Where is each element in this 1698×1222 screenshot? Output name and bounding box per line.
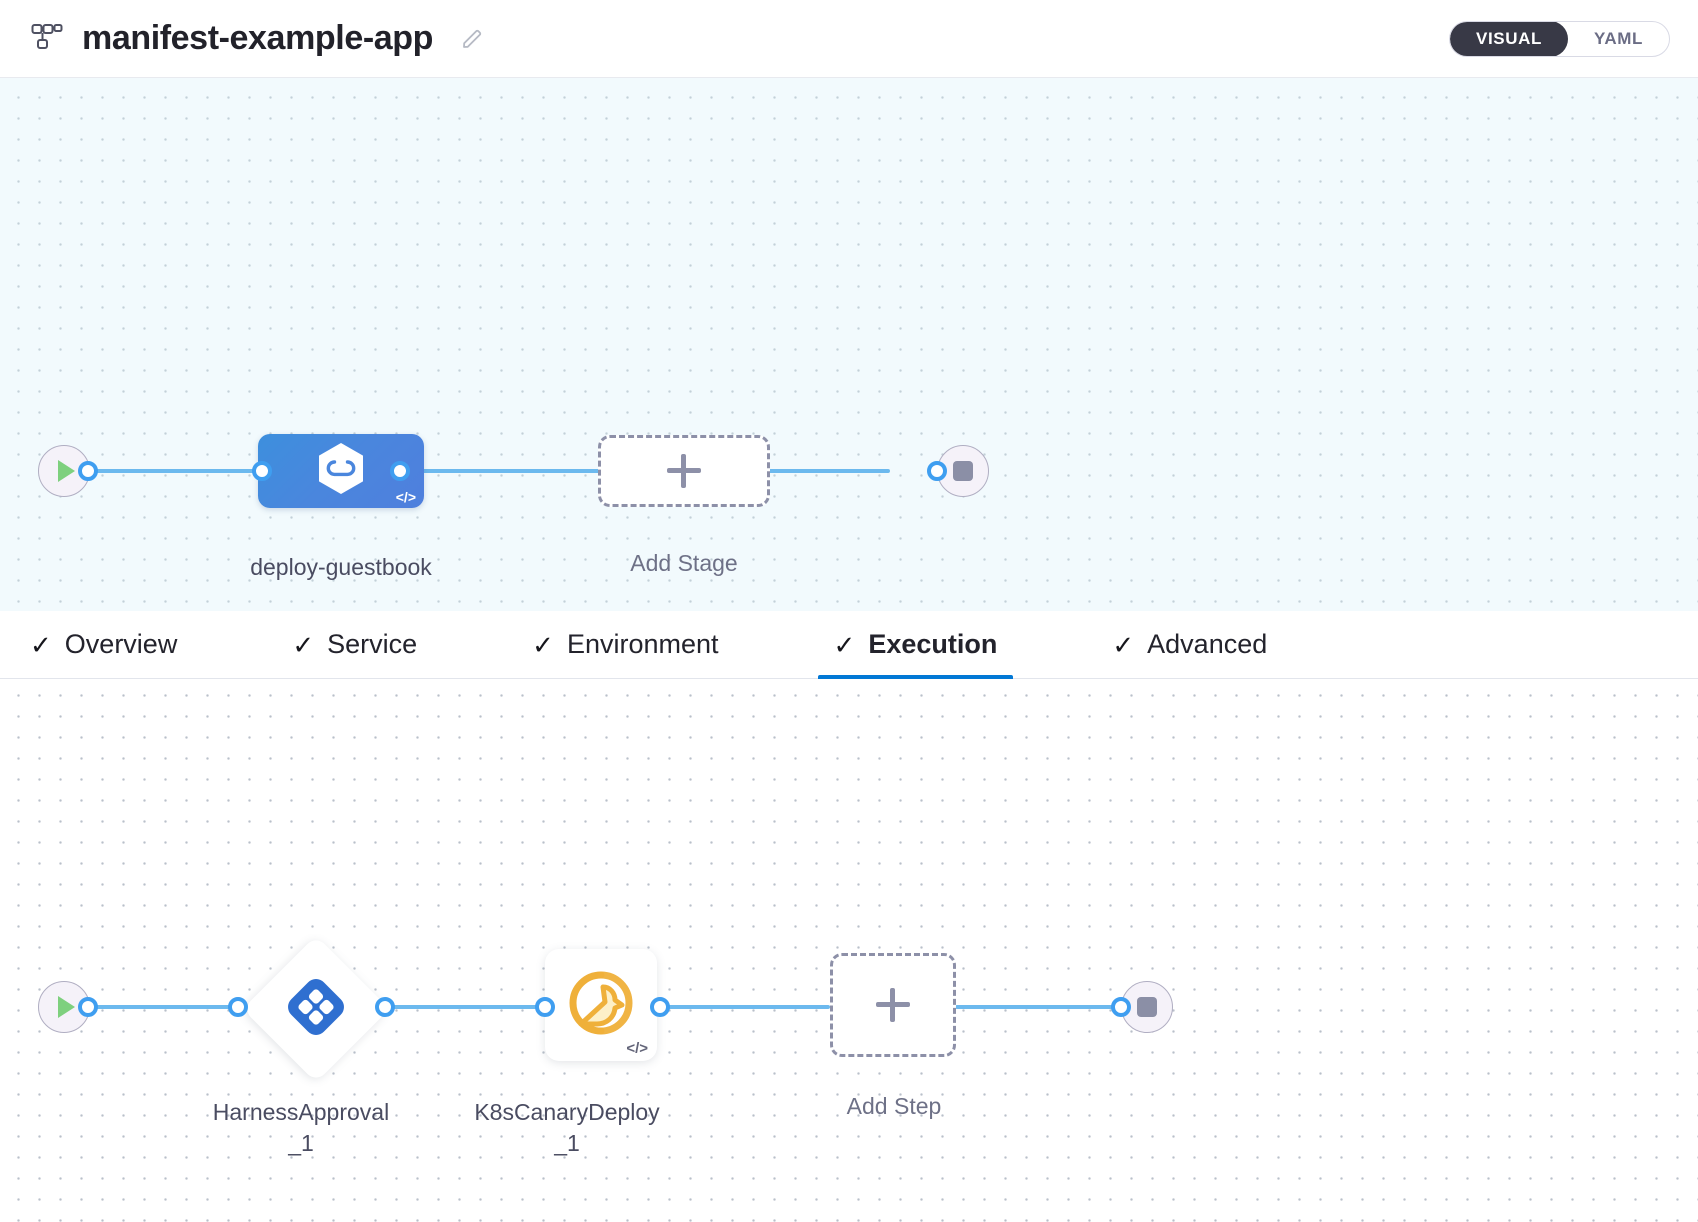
stage-end-node[interactable] (937, 445, 989, 497)
wire-addstep-to-end (955, 1005, 1120, 1009)
tab-execution-label: Execution (868, 629, 998, 659)
add-step-button[interactable] (830, 953, 956, 1057)
diamond-content (264, 957, 368, 1061)
stage-node-input-port[interactable] (252, 461, 272, 481)
step-code-badge[interactable]: </> (626, 1040, 648, 1057)
stage-end-port[interactable] (927, 461, 947, 481)
page-title: manifest-example-app (82, 19, 433, 57)
stage-node-output-port[interactable] (390, 461, 410, 481)
header-right-group: VISUAL YAML (1449, 20, 1670, 57)
add-step-label: Add Step (846, 1093, 942, 1119)
wire-start-to-stage (88, 469, 268, 473)
step-end-port[interactable] (1111, 997, 1131, 1017)
step-node-harness-approval[interactable] (242, 935, 390, 1083)
stage-graph-canvas[interactable]: </> deploy-guestbook Add Stage (0, 78, 1698, 611)
step-label-harness-approval: HarnessApproval_1 (212, 1099, 390, 1157)
check-icon: ✓ (1112, 629, 1135, 660)
play-icon (58, 460, 75, 482)
stage-start-port[interactable] (78, 461, 98, 481)
tab-service[interactable]: ✓ Service (292, 611, 447, 678)
stage-node-label: deploy-guestbook (250, 554, 432, 580)
stage-code-badge[interactable]: </> (395, 489, 416, 505)
tab-visual-view[interactable]: VISUAL (1450, 21, 1568, 56)
wire-canary-to-addstep (660, 1005, 830, 1009)
execution-graph-canvas[interactable]: HarnessApproval_1 </> K8sCanaryDeploy_1 … (0, 679, 1698, 1222)
plus-icon (667, 454, 701, 488)
play-icon (58, 996, 75, 1018)
stop-icon (953, 461, 973, 481)
tab-advanced-label: Advanced (1147, 629, 1268, 659)
approval-input-port[interactable] (228, 997, 248, 1017)
check-icon: ✓ (292, 629, 315, 660)
canary-bird-icon (565, 967, 637, 1044)
tab-overview-label: Overview (64, 629, 178, 659)
approval-output-port[interactable] (375, 997, 395, 1017)
canary-input-port[interactable] (535, 997, 555, 1017)
header-left-group: manifest-example-app (28, 19, 487, 58)
stop-icon (1137, 997, 1157, 1017)
check-icon: ✓ (30, 629, 52, 660)
tab-execution[interactable]: ✓ Execution (817, 611, 1028, 679)
add-stage-label: Add Stage (630, 550, 738, 576)
canary-output-port[interactable] (650, 997, 670, 1017)
wire-approval-to-canary (385, 1005, 545, 1009)
tab-service-label: Service (327, 629, 418, 659)
add-stage-button[interactable] (598, 435, 770, 507)
check-icon: ✓ (532, 629, 554, 660)
app-header: manifest-example-app VISUAL YAML (0, 0, 1698, 78)
wire-start-to-approval (88, 1005, 238, 1009)
tab-environment[interactable]: ✓ Environment (532, 611, 748, 678)
stage-config-tabs[interactable]: ✓ Overview ✓ Service ✓ Environment ✓ Exe… (0, 611, 1698, 679)
stage-start-node[interactable] (38, 445, 90, 497)
step-label-k8s-canary-deploy: K8sCanaryDeploy_1 (474, 1099, 660, 1157)
pipeline-tree-icon (28, 20, 66, 58)
harness-approval-icon (285, 976, 347, 1043)
step-node-k8s-canary-deploy[interactable]: </> (545, 949, 657, 1061)
tab-environment-label: Environment (566, 629, 719, 659)
view-mode-toggle[interactable]: VISUAL YAML (1449, 20, 1670, 57)
step-start-port[interactable] (78, 997, 98, 1017)
tab-yaml-view[interactable]: YAML (1568, 22, 1669, 56)
tab-overview[interactable]: ✓ Overview (30, 611, 207, 678)
tab-advanced[interactable]: ✓ Advanced (1112, 611, 1297, 678)
check-icon: ✓ (833, 629, 856, 660)
pencil-icon[interactable] (457, 24, 487, 54)
harness-hexagon-icon (315, 441, 367, 502)
plus-icon (876, 988, 910, 1022)
